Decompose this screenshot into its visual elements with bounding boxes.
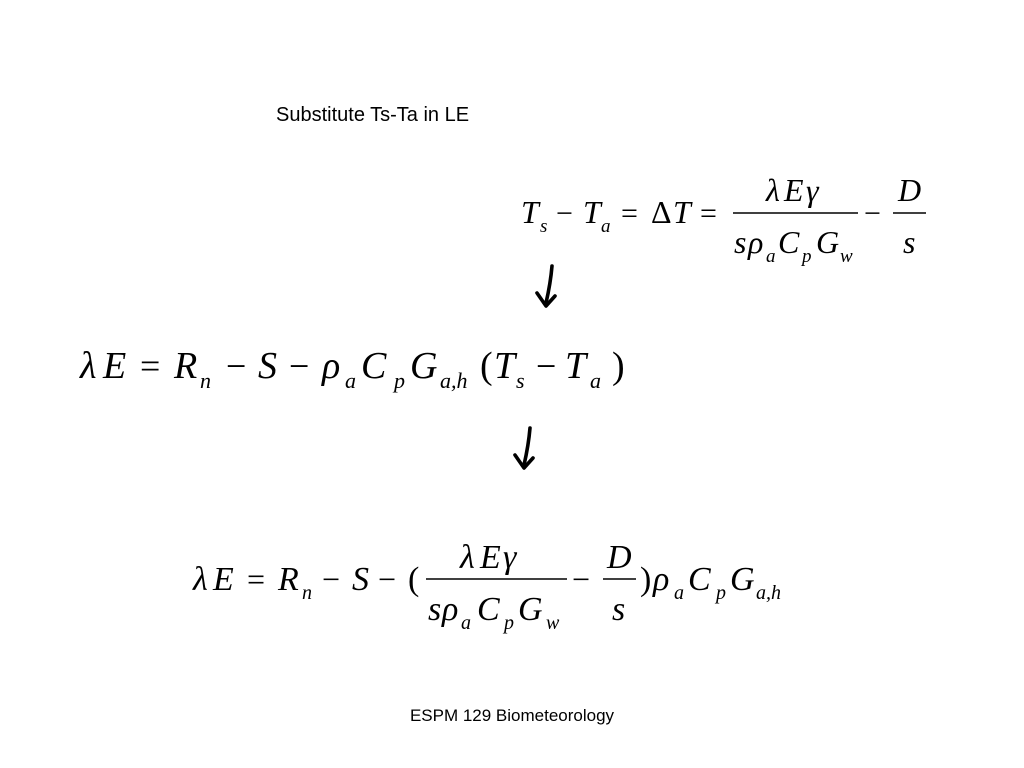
- eq1-den-sub-w: w: [840, 246, 853, 267]
- eq2-T: T: [494, 345, 518, 387]
- eq2-C: C: [361, 345, 387, 387]
- eq1-delta: Δ: [651, 194, 672, 230]
- eq1-frac2-num-D: D: [897, 172, 921, 208]
- eq3-equals: =: [247, 561, 265, 597]
- eq1-den-rho: ρ: [747, 224, 763, 260]
- eq2-rparen: ): [612, 345, 625, 387]
- eq3-num-E: E: [479, 539, 501, 576]
- eq2-sub-p: p: [392, 368, 405, 393]
- eq1-equals-1: =: [621, 197, 638, 230]
- eq1-sub-s: s: [540, 216, 547, 237]
- eq3-den-sub-p: p: [502, 612, 514, 634]
- eq3-num-lambda: λ: [459, 539, 475, 576]
- eq1-frac2-den-s: s: [903, 224, 915, 260]
- eq1-num-lambda: λ: [765, 172, 780, 208]
- eq1-den-sub-p: p: [800, 246, 812, 267]
- eq1-num-E: E: [783, 172, 804, 208]
- eq3-num-gamma: γ: [503, 539, 518, 576]
- eq3-den-s: s: [428, 591, 441, 628]
- eq2-R: R: [173, 345, 197, 387]
- eq3-den-sub-w: w: [546, 612, 560, 634]
- eq1-minus-2: −: [864, 197, 881, 230]
- eq3-minus-2: −: [378, 561, 396, 597]
- eq3-frac2-num-D: D: [606, 539, 632, 576]
- eq1-equals-2: =: [700, 197, 717, 230]
- eq3-den-sub-a: a: [461, 612, 471, 634]
- eq3-minus-3: −: [572, 561, 590, 597]
- eq3-den-C: C: [477, 591, 500, 628]
- eq2-G: G: [410, 345, 437, 387]
- eq3-lparen: (: [408, 561, 419, 598]
- eq3-E: E: [212, 561, 234, 598]
- eq2-minus-1: −: [226, 346, 246, 386]
- eq3-den-G: G: [518, 591, 543, 628]
- down-arrow-icon-1: [535, 264, 557, 308]
- eq2-sub-a2: a: [590, 368, 601, 393]
- eq3-sub-p: p: [714, 582, 726, 604]
- eq2-rho: ρ: [321, 345, 340, 387]
- eq1-T: T: [521, 194, 541, 230]
- slide-footer: ESPM 129 Biometeorology: [409, 706, 615, 725]
- eq1-minus-1: −: [556, 197, 573, 230]
- eq1-sub-a: a: [601, 216, 611, 237]
- eq2-minus-2: −: [289, 346, 309, 386]
- eq3-C: C: [688, 561, 711, 598]
- eq1-den-sub-a: a: [766, 246, 776, 267]
- eq2-sub-n: n: [200, 368, 211, 393]
- eq1-T2: T: [583, 194, 603, 230]
- eq1-T3: T: [673, 194, 693, 230]
- eq2-minus-3: −: [536, 346, 556, 386]
- slide-title: Substitute Ts-Ta in LE: [276, 104, 470, 126]
- eq3-S: S: [352, 561, 369, 598]
- eq3-lambda: λ: [192, 561, 208, 598]
- eq2-S: S: [258, 345, 277, 387]
- eq3-rho: ρ: [652, 561, 669, 598]
- eq2-equals: =: [140, 346, 160, 386]
- eq3-frac2-den-s: s: [612, 591, 625, 628]
- eq2-sub-s: s: [516, 368, 525, 393]
- eq2-sub-a: a: [345, 368, 356, 393]
- eq3-den-rho: ρ: [441, 591, 458, 628]
- eq2-T2: T: [565, 345, 589, 387]
- eq3-rparen: ): [640, 561, 651, 598]
- down-arrow-icon-2: [513, 426, 535, 470]
- eq1-den-C: C: [778, 224, 800, 260]
- eq2-lambda: λ: [79, 345, 96, 387]
- eq3-sub-a: a: [674, 582, 684, 604]
- eq3-G: G: [730, 561, 755, 598]
- eq3-R: R: [277, 561, 299, 598]
- eq3-minus-1: −: [322, 561, 340, 597]
- eq2-lparen: (: [480, 345, 493, 387]
- eq1-den-G: G: [816, 224, 839, 260]
- eq2-E: E: [102, 345, 126, 387]
- eq1-num-gamma: γ: [806, 172, 820, 208]
- eq2-sub-ah: a,h: [440, 368, 468, 393]
- eq3-sub-ah: a,h: [756, 582, 781, 604]
- eq3-sub-n: n: [302, 582, 312, 604]
- eq1-den-s: s: [734, 224, 746, 260]
